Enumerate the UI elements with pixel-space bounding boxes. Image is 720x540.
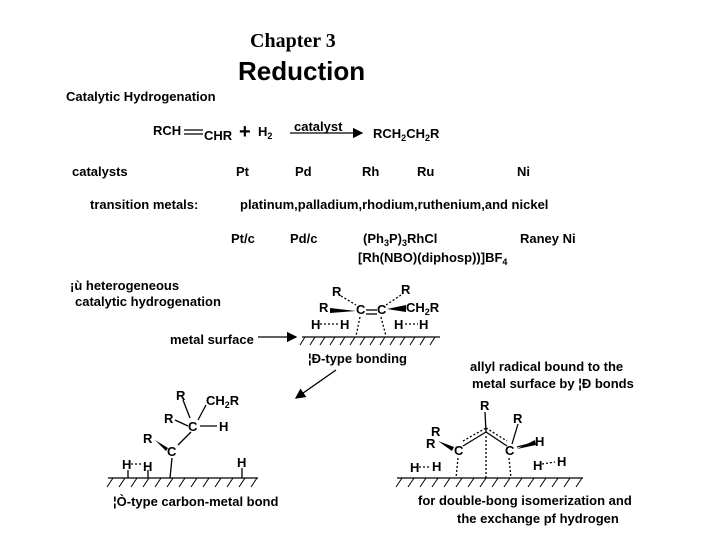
wedge-bond xyxy=(155,440,168,451)
dashed-bond xyxy=(508,457,512,479)
catalyst-ni: Ni xyxy=(517,164,530,179)
catalysts-label: catalysts xyxy=(72,164,128,179)
atom-r: R xyxy=(513,411,523,426)
atom-h: H xyxy=(535,434,545,449)
catalyst-ru: Ru xyxy=(417,164,435,179)
bond-line xyxy=(511,423,519,445)
dashed-bond xyxy=(462,427,487,442)
hydrogen-reagent: H2 xyxy=(258,124,273,141)
form-pd-c: Pd/c xyxy=(290,231,318,246)
dashed-bond xyxy=(380,316,387,337)
atom-h: H xyxy=(143,459,153,474)
dashed-bond xyxy=(485,427,508,442)
bond-line xyxy=(197,404,207,421)
atom-h: H xyxy=(122,457,132,472)
atom-h: H xyxy=(311,317,321,332)
allyl-description-line2: metal surface by ¦Ð bonds xyxy=(472,376,634,391)
allyl-caption-line1: for double-bong isomerization and xyxy=(418,493,632,508)
sigma-bond-caption: ¦Ò-type carbon-metal bond xyxy=(113,494,279,509)
bond-line xyxy=(169,457,173,479)
dashed-bond xyxy=(455,457,459,479)
atom-h: H xyxy=(557,454,567,469)
page-title: Reduction xyxy=(238,56,366,86)
atom-r: R xyxy=(431,424,441,439)
atom-r: R xyxy=(332,284,342,299)
pi-bonding-label: ¦Ð-type bonding xyxy=(308,351,407,366)
bond-line xyxy=(485,431,508,447)
atom-c: C xyxy=(377,302,387,317)
atom-r: R xyxy=(176,388,186,403)
atom-c: C xyxy=(188,419,198,434)
allyl-caption-line2: the exchange pf hydrogen xyxy=(457,511,619,526)
bond-line xyxy=(177,431,192,446)
allyl-description-line1: allyl radical bound to the xyxy=(470,359,624,374)
bond-line xyxy=(174,419,189,427)
heterogeneous-heading: ¡ù heterogeneous xyxy=(70,278,180,293)
atom-h: H xyxy=(237,455,247,470)
wedge-bond xyxy=(438,441,454,451)
rhodium-complex: [Rh(NBO)(diphosp))]BF4 xyxy=(358,250,508,267)
atom-c: C xyxy=(505,443,515,458)
bond-line xyxy=(182,399,191,419)
atom-h: H xyxy=(394,317,404,332)
atom-h: H xyxy=(219,419,229,434)
atom-c: C xyxy=(454,443,464,458)
atom-r: R xyxy=(401,282,411,297)
atom-r: R xyxy=(164,411,174,426)
atom-ch2r: CH2R xyxy=(406,300,440,317)
wilkinson-catalyst: (Ph3P)3RhCl xyxy=(363,231,438,248)
atom-r: R xyxy=(319,300,329,315)
atom-c: C xyxy=(167,444,177,459)
plus-sign: + xyxy=(239,121,251,143)
surface-hatching xyxy=(299,336,436,346)
metals-value: platinum,palladium,rhodium,ruthenium,and… xyxy=(240,197,549,212)
atom-h: H xyxy=(432,459,442,474)
atom-h: H xyxy=(419,317,429,332)
catalyst-label: catalyst xyxy=(294,119,343,134)
dashed-bond xyxy=(355,316,361,337)
wedge-bond xyxy=(330,308,356,313)
catalyst-pt: Pt xyxy=(236,164,249,179)
atom-c: C xyxy=(356,302,366,317)
bond-line xyxy=(462,431,487,447)
wedge-bond xyxy=(387,305,406,312)
atom-r: R xyxy=(480,398,490,413)
atom-ch2r: CH2R xyxy=(206,393,240,410)
atom-r: R xyxy=(426,436,436,451)
reactant-right: CHR xyxy=(204,128,233,143)
atom-h: H xyxy=(340,317,350,332)
product: RCH2CH2R xyxy=(373,126,440,143)
pointer-arrow xyxy=(294,369,337,399)
raney-nickel: Raney Ni xyxy=(520,231,576,246)
chapter-heading: Chapter 3 xyxy=(250,30,336,52)
surface-hatching xyxy=(106,477,258,488)
atom-h: H xyxy=(533,458,543,473)
form-pt-c: Pt/c xyxy=(231,231,255,246)
metals-label: transition metals: xyxy=(90,197,199,212)
metal-surface-label: metal surface xyxy=(170,332,254,347)
atom-h: H xyxy=(410,460,420,475)
dashed-bond xyxy=(385,294,402,306)
surface-hatching xyxy=(395,477,583,488)
catalyst-pd: Pd xyxy=(295,164,312,179)
heterogeneous-subheading: catalytic hydrogenation xyxy=(75,294,221,309)
catalyst-rh: Rh xyxy=(362,164,380,179)
dashed-bond xyxy=(340,295,357,306)
reactant-left: RCH xyxy=(153,123,182,138)
dashed-bond xyxy=(541,461,556,465)
section-heading: Catalytic Hydrogenation xyxy=(66,89,216,104)
atom-r: R xyxy=(143,431,153,446)
wedge-bond xyxy=(517,440,536,449)
